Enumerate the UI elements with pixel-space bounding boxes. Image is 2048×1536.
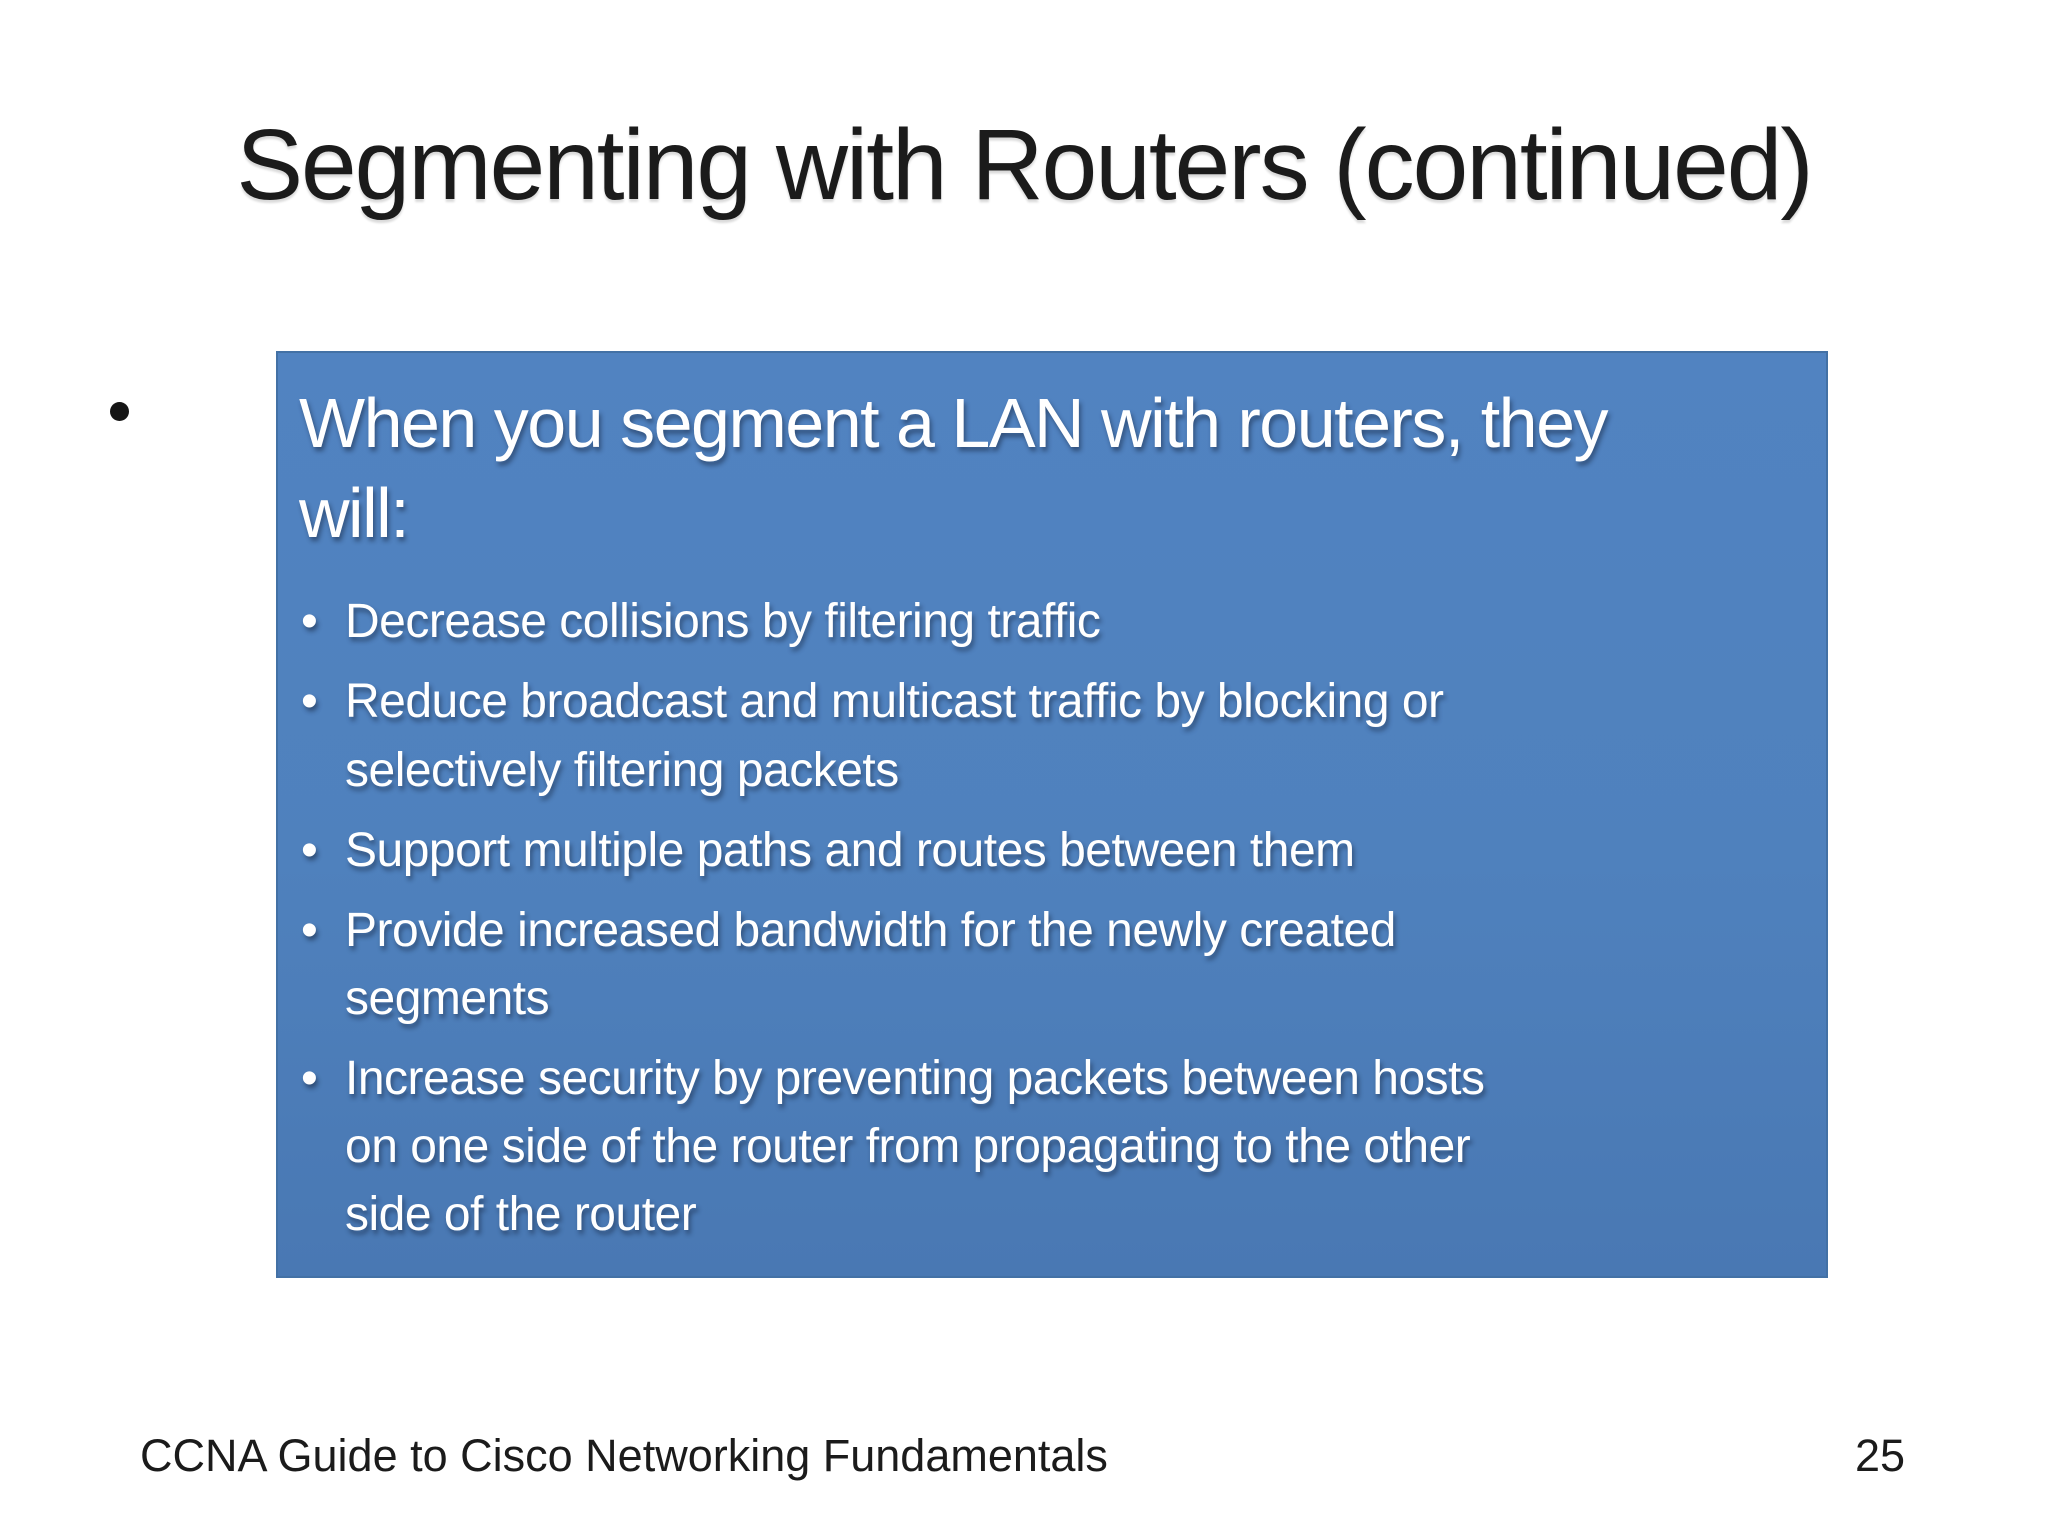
bullet-icon: •	[301, 675, 318, 729]
content-heading: When you segment a LAN with routers, the…	[299, 384, 1609, 552]
bullet-text: Increase security by preventing packets …	[345, 1052, 1485, 1242]
bullet-text: Support multiple paths and routes betwee…	[345, 823, 1355, 877]
level1-bullet-icon	[110, 402, 129, 421]
page-number: 25	[1854, 1430, 1905, 1481]
list-item: • Provide increased bandwidth for the new…	[299, 897, 1786, 1033]
bullet-icon: •	[301, 823, 318, 877]
bullet-icon: •	[301, 903, 318, 957]
content-box: When you segment a LAN with routers, the…	[276, 351, 1828, 1278]
bullet-icon: •	[301, 595, 318, 649]
list-item: • Support multiple paths and routes betwe…	[299, 817, 1786, 885]
bullet-icon: •	[301, 1052, 318, 1106]
list-item: • Decrease collisions by filtering traffi…	[299, 588, 1786, 656]
bullet-list: • Decrease collisions by filtering traffi…	[299, 588, 1786, 1249]
footer-title: CCNA Guide to Cisco Networking Fundament…	[140, 1430, 1108, 1481]
bullet-text: Decrease collisions by filtering traffic	[345, 595, 1101, 649]
slide-title: Segmenting with Routers (continued)	[236, 109, 1813, 221]
bullet-text: Provide increased bandwidth for the newl…	[345, 903, 1396, 1025]
list-item: • Reduce broadcast and multicast traffic …	[299, 668, 1786, 804]
list-item: • Increase security by preventing packets…	[299, 1045, 1786, 1249]
bullet-text: Reduce broadcast and multicast traffic b…	[345, 675, 1444, 797]
